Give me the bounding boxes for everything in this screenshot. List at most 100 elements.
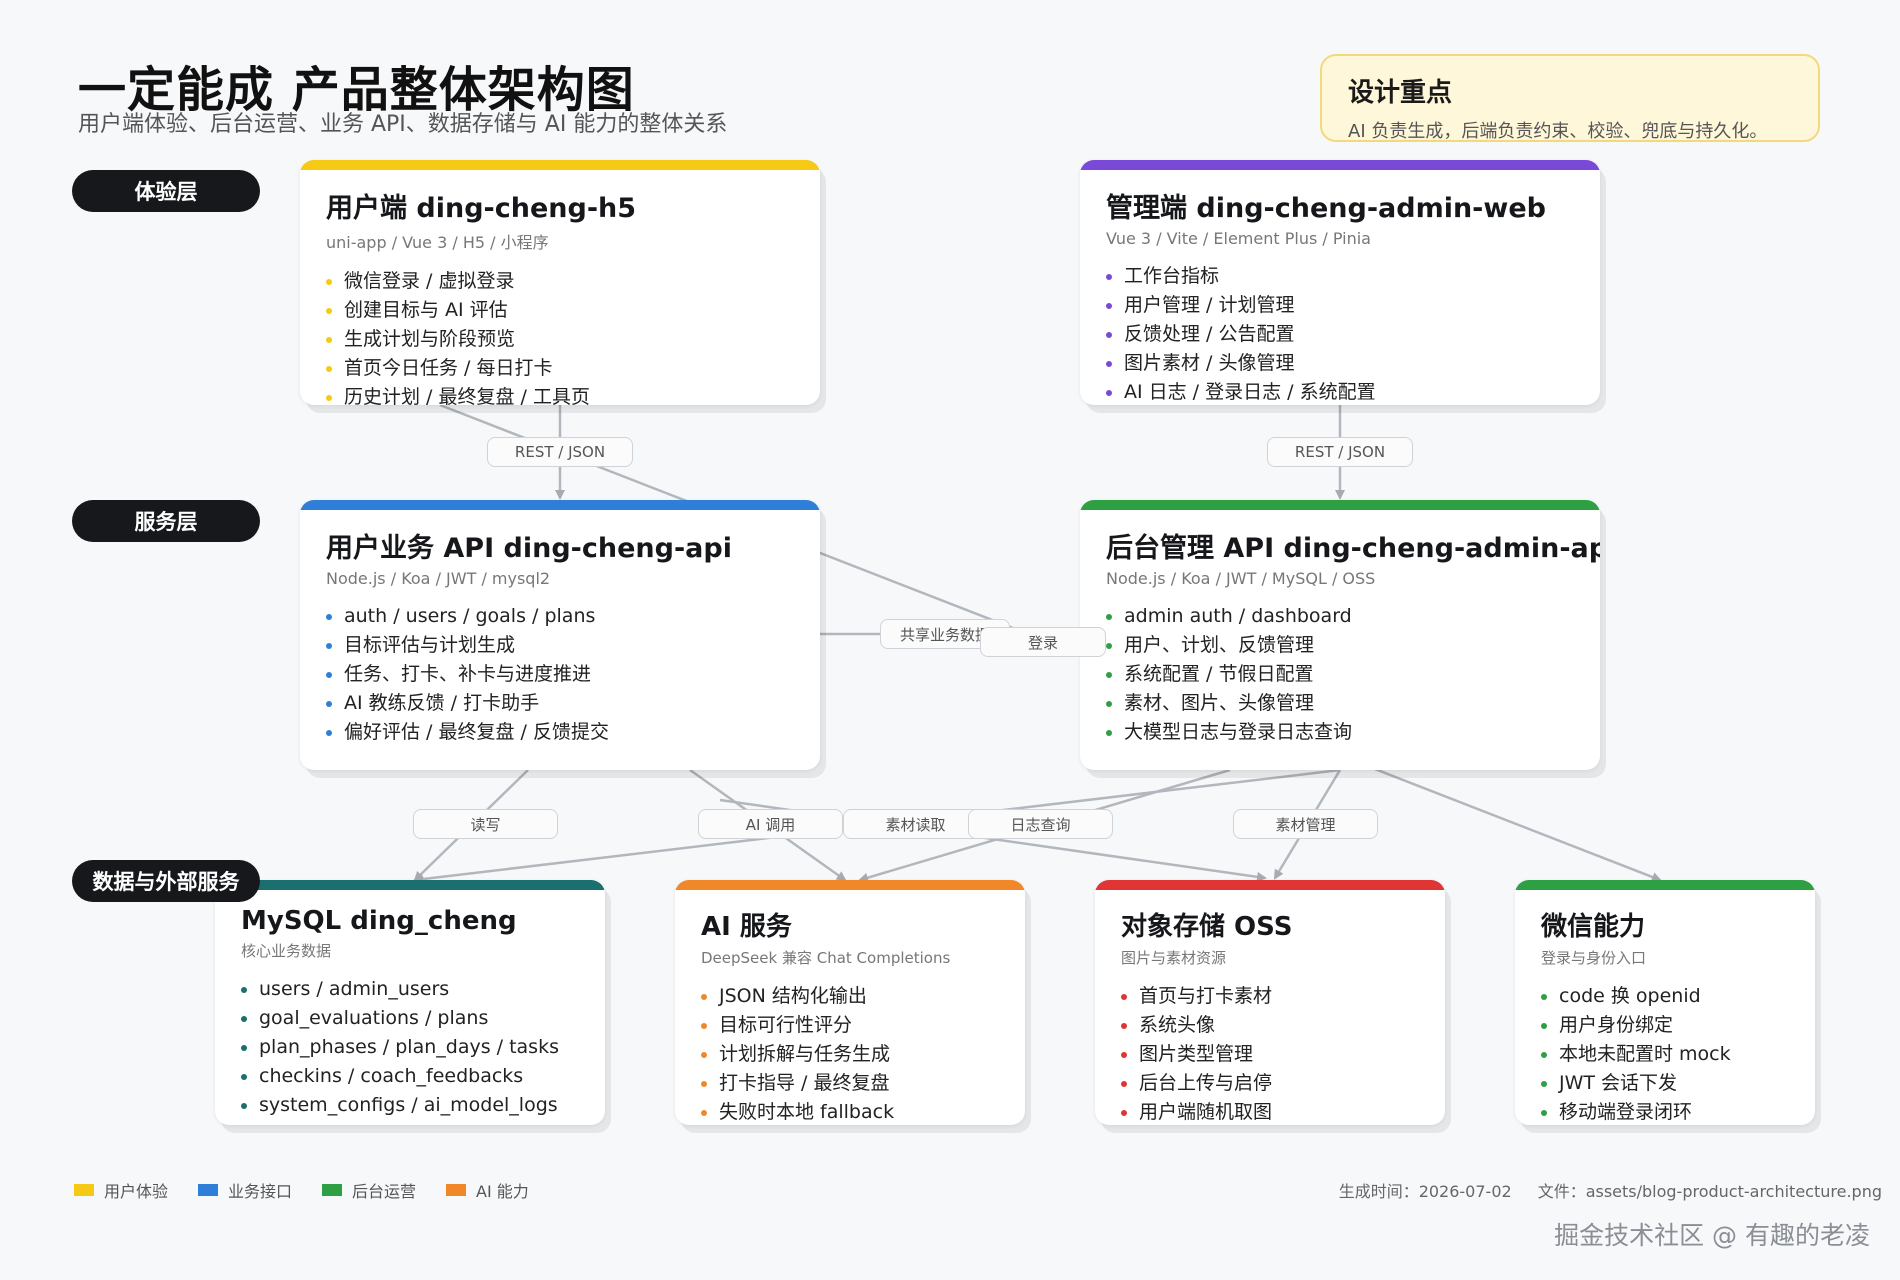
card-ai-list: JSON 结构化输出 目标可行性评分 计划拆解与任务生成 打卡指导 / 最终复盘… bbox=[701, 982, 999, 1125]
legend-swatch bbox=[322, 1184, 343, 1196]
list-item: 用户端随机取图 bbox=[1121, 1098, 1419, 1125]
list-item: 计划拆解与任务生成 bbox=[701, 1040, 999, 1069]
design-focus-text: AI 负责生成，后端负责约束、校验、兜底与持久化。 bbox=[1348, 121, 1768, 142]
card-wechat-title: 微信能力 bbox=[1541, 912, 1646, 942]
card-h5-bar bbox=[300, 160, 820, 170]
list-item: auth / users / goals / plans bbox=[326, 602, 794, 631]
list-item: 用户、计划、反馈管理 bbox=[1106, 631, 1574, 660]
card-mysql-sub: 核心业务数据 bbox=[241, 942, 332, 960]
legend-swatch bbox=[198, 1184, 219, 1196]
list-item: 图片类型管理 bbox=[1121, 1040, 1419, 1069]
card-admin-web: 管理端 ding-cheng-admin-web Vue 3 / Vite / … bbox=[1080, 160, 1600, 405]
edge-label-read-write: 读写 bbox=[413, 809, 558, 839]
watermark: 掘金技术社区 @ 有趣的老凌 bbox=[1554, 1221, 1870, 1250]
legend-item-user-experience: 用户体验 bbox=[74, 1178, 168, 1202]
card-wechat-list: code 换 openid 用户身份绑定 本地未配置时 mock JWT 会话下… bbox=[1541, 982, 1789, 1125]
page-title: 一定能成 产品整体架构图 bbox=[78, 62, 635, 118]
card-mysql-bar bbox=[215, 880, 605, 890]
card-admin-web-list: 工作台指标 用户管理 / 计划管理 反馈处理 / 公告配置 图片素材 / 头像管… bbox=[1106, 262, 1574, 405]
edge-label-material-read: 素材读取 bbox=[843, 809, 988, 839]
legend-item-business-api: 业务接口 bbox=[198, 1178, 292, 1202]
generated-time: 生成时间：2026-07-02 bbox=[1338, 1182, 1512, 1201]
layer-label-experience: 体验层 bbox=[72, 170, 260, 212]
card-h5-title: 用户端 ding-cheng-h5 bbox=[326, 193, 637, 224]
card-h5-list: 微信登录 / 虚拟登录 创建目标与 AI 评估 生成计划与阶段预览 首页今日任务… bbox=[326, 267, 794, 405]
list-item: 后台上传与启停 bbox=[1121, 1069, 1419, 1098]
card-admin-api-sub: Node.js / Koa / JWT / MySQL / OSS bbox=[1106, 569, 1376, 588]
card-ai-title: AI 服务 bbox=[701, 912, 792, 942]
list-item: code 换 openid bbox=[1541, 982, 1789, 1011]
list-item: checkins / coach_feedbacks bbox=[241, 1062, 579, 1091]
list-item: 创建目标与 AI 评估 bbox=[326, 296, 794, 325]
card-ai-bar bbox=[675, 880, 1025, 890]
card-mysql-title: MySQL ding_cheng bbox=[241, 906, 517, 936]
edge-label-rest-json-right: REST / JSON bbox=[1267, 437, 1413, 467]
page-subtitle: 用户端体验、后台运营、业务 API、数据存储与 AI 能力的整体关系 bbox=[78, 112, 728, 137]
list-item: 首页与打卡素材 bbox=[1121, 982, 1419, 1011]
list-item: admin auth / dashboard bbox=[1106, 602, 1574, 631]
card-h5-sub: uni-app / Vue 3 / H5 / 小程序 bbox=[326, 233, 549, 252]
list-item: 偏好评估 / 最终复盘 / 反馈提交 bbox=[326, 718, 794, 747]
card-mysql-list: users / admin_users goal_evaluations / p… bbox=[241, 975, 579, 1120]
legend: 用户体验 业务接口 后台运营 AI 能力 bbox=[74, 1178, 529, 1202]
legend-item-ai: AI 能力 bbox=[446, 1178, 529, 1202]
list-item: 素材、图片、头像管理 bbox=[1106, 689, 1574, 718]
list-item: 目标评估与计划生成 bbox=[326, 631, 794, 660]
card-oss-list: 首页与打卡素材 系统头像 图片类型管理 后台上传与启停 用户端随机取图 bbox=[1121, 982, 1419, 1125]
layer-label-data: 数据与外部服务 bbox=[72, 860, 260, 902]
legend-swatch bbox=[446, 1184, 467, 1196]
list-item: 首页今日任务 / 每日打卡 bbox=[326, 354, 794, 383]
list-item: 大模型日志与登录日志查询 bbox=[1106, 718, 1574, 747]
list-item: 移动端登录闭环 bbox=[1541, 1098, 1789, 1125]
design-focus-title: 设计重点 bbox=[1348, 78, 1453, 108]
file-path: 文件：assets/blog-product-architecture.png bbox=[1537, 1182, 1882, 1201]
card-oss-sub: 图片与素材资源 bbox=[1121, 949, 1227, 967]
list-item: JSON 结构化输出 bbox=[701, 982, 999, 1011]
list-item: 本地未配置时 mock bbox=[1541, 1040, 1789, 1069]
card-admin-api-title: 后台管理 API ding-cheng-admin-api bbox=[1106, 533, 1600, 564]
list-item: users / admin_users bbox=[241, 975, 579, 1004]
list-item: 工作台指标 bbox=[1106, 262, 1574, 291]
footer-meta: 生成时间：2026-07-02 文件：assets/blog-product-a… bbox=[1339, 1178, 1882, 1202]
list-item: system_configs / ai_model_logs bbox=[241, 1091, 579, 1120]
card-oss: 对象存储 OSS 图片与素材资源 首页与打卡素材 系统头像 图片类型管理 后台上… bbox=[1095, 880, 1445, 1125]
card-h5: 用户端 ding-cheng-h5 uni-app / Vue 3 / H5 /… bbox=[300, 160, 820, 405]
card-admin-api: 后台管理 API ding-cheng-admin-api Node.js / … bbox=[1080, 500, 1600, 770]
list-item: AI 教练反馈 / 打卡助手 bbox=[326, 689, 794, 718]
legend-label: 业务接口 bbox=[228, 1182, 293, 1201]
edge-label-ai-call: AI 调用 bbox=[698, 809, 843, 839]
list-item: 图片素材 / 头像管理 bbox=[1106, 349, 1574, 378]
edge-label-material-manage: 素材管理 bbox=[1233, 809, 1378, 839]
list-item: 反馈处理 / 公告配置 bbox=[1106, 320, 1574, 349]
list-item: 微信登录 / 虚拟登录 bbox=[326, 267, 794, 296]
card-admin-web-sub: Vue 3 / Vite / Element Plus / Pinia bbox=[1106, 229, 1371, 248]
edge-label-log-query: 日志查询 bbox=[968, 809, 1113, 839]
edge-label-login: 登录 bbox=[980, 627, 1106, 657]
card-ai-sub: DeepSeek 兼容 Chat Completions bbox=[701, 949, 951, 967]
card-api-bar bbox=[300, 500, 820, 510]
card-admin-web-bar bbox=[1080, 160, 1600, 170]
legend-item-admin-ops: 后台运营 bbox=[322, 1178, 416, 1202]
card-wechat-sub: 登录与身份入口 bbox=[1541, 949, 1647, 967]
edge-label-rest-json-left: REST / JSON bbox=[487, 437, 633, 467]
list-item: plan_phases / plan_days / tasks bbox=[241, 1033, 579, 1062]
list-item: JWT 会话下发 bbox=[1541, 1069, 1789, 1098]
list-item: 目标可行性评分 bbox=[701, 1011, 999, 1040]
layer-label-service: 服务层 bbox=[72, 500, 260, 542]
list-item: 用户身份绑定 bbox=[1541, 1011, 1789, 1040]
card-api-list: auth / users / goals / plans 目标评估与计划生成 任… bbox=[326, 602, 794, 747]
design-focus-box: 设计重点 AI 负责生成，后端负责约束、校验、兜底与持久化。 bbox=[1320, 54, 1820, 142]
list-item: goal_evaluations / plans bbox=[241, 1004, 579, 1033]
legend-swatch bbox=[74, 1184, 94, 1196]
legend-label: AI 能力 bbox=[476, 1182, 529, 1201]
card-api-sub: Node.js / Koa / JWT / mysql2 bbox=[326, 569, 551, 588]
list-item: 生成计划与阶段预览 bbox=[326, 325, 794, 354]
list-item: AI 日志 / 登录日志 / 系统配置 bbox=[1106, 378, 1574, 405]
card-api: 用户业务 API ding-cheng-api Node.js / Koa / … bbox=[300, 500, 820, 770]
card-ai: AI 服务 DeepSeek 兼容 Chat Completions JSON … bbox=[675, 880, 1025, 1125]
card-api-title: 用户业务 API ding-cheng-api bbox=[326, 533, 732, 564]
list-item: 失败时本地 fallback bbox=[701, 1098, 999, 1125]
card-oss-title: 对象存储 OSS bbox=[1121, 912, 1293, 942]
list-item: 打卡指导 / 最终复盘 bbox=[701, 1069, 999, 1098]
card-oss-bar bbox=[1095, 880, 1445, 890]
